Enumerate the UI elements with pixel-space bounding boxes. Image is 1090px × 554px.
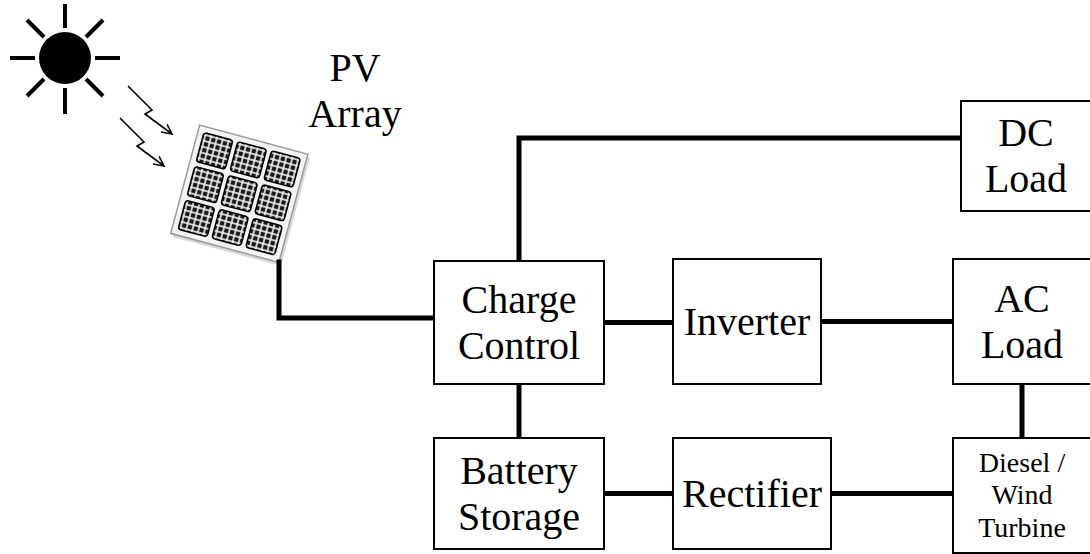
power-line bbox=[1020, 385, 1025, 437]
box-label: Inverter bbox=[684, 299, 811, 345]
component-box: Inverter bbox=[672, 258, 822, 385]
pv-array-node: PV Array bbox=[173, 128, 307, 262]
box-label: DC Load bbox=[976, 110, 1076, 202]
component-box: AC Load bbox=[952, 258, 1090, 385]
box-label: Diesel / Wind Turbine bbox=[967, 447, 1077, 544]
sun-symbol bbox=[10, 4, 120, 114]
box-label: Charge Control bbox=[444, 277, 594, 369]
power-line bbox=[822, 319, 952, 324]
light-rays bbox=[120, 86, 172, 166]
component-box: Rectifier bbox=[672, 437, 832, 550]
power-line bbox=[832, 491, 952, 496]
component-box: Charge Control bbox=[433, 260, 605, 385]
power-line bbox=[517, 385, 522, 437]
node-heading: PV Array bbox=[295, 45, 415, 137]
component-box: DC Load bbox=[960, 100, 1090, 212]
box-label: Rectifier bbox=[682, 471, 822, 517]
power-line bbox=[605, 320, 672, 325]
power-line bbox=[279, 262, 433, 318]
component-box: Diesel / Wind Turbine bbox=[952, 437, 1090, 554]
box-label: Battery Storage bbox=[444, 448, 594, 540]
power-line bbox=[519, 138, 960, 260]
pv-panel bbox=[170, 125, 311, 266]
box-label: AC Load bbox=[972, 276, 1072, 368]
power-line bbox=[605, 491, 672, 496]
component-box: Battery Storage bbox=[433, 437, 605, 550]
